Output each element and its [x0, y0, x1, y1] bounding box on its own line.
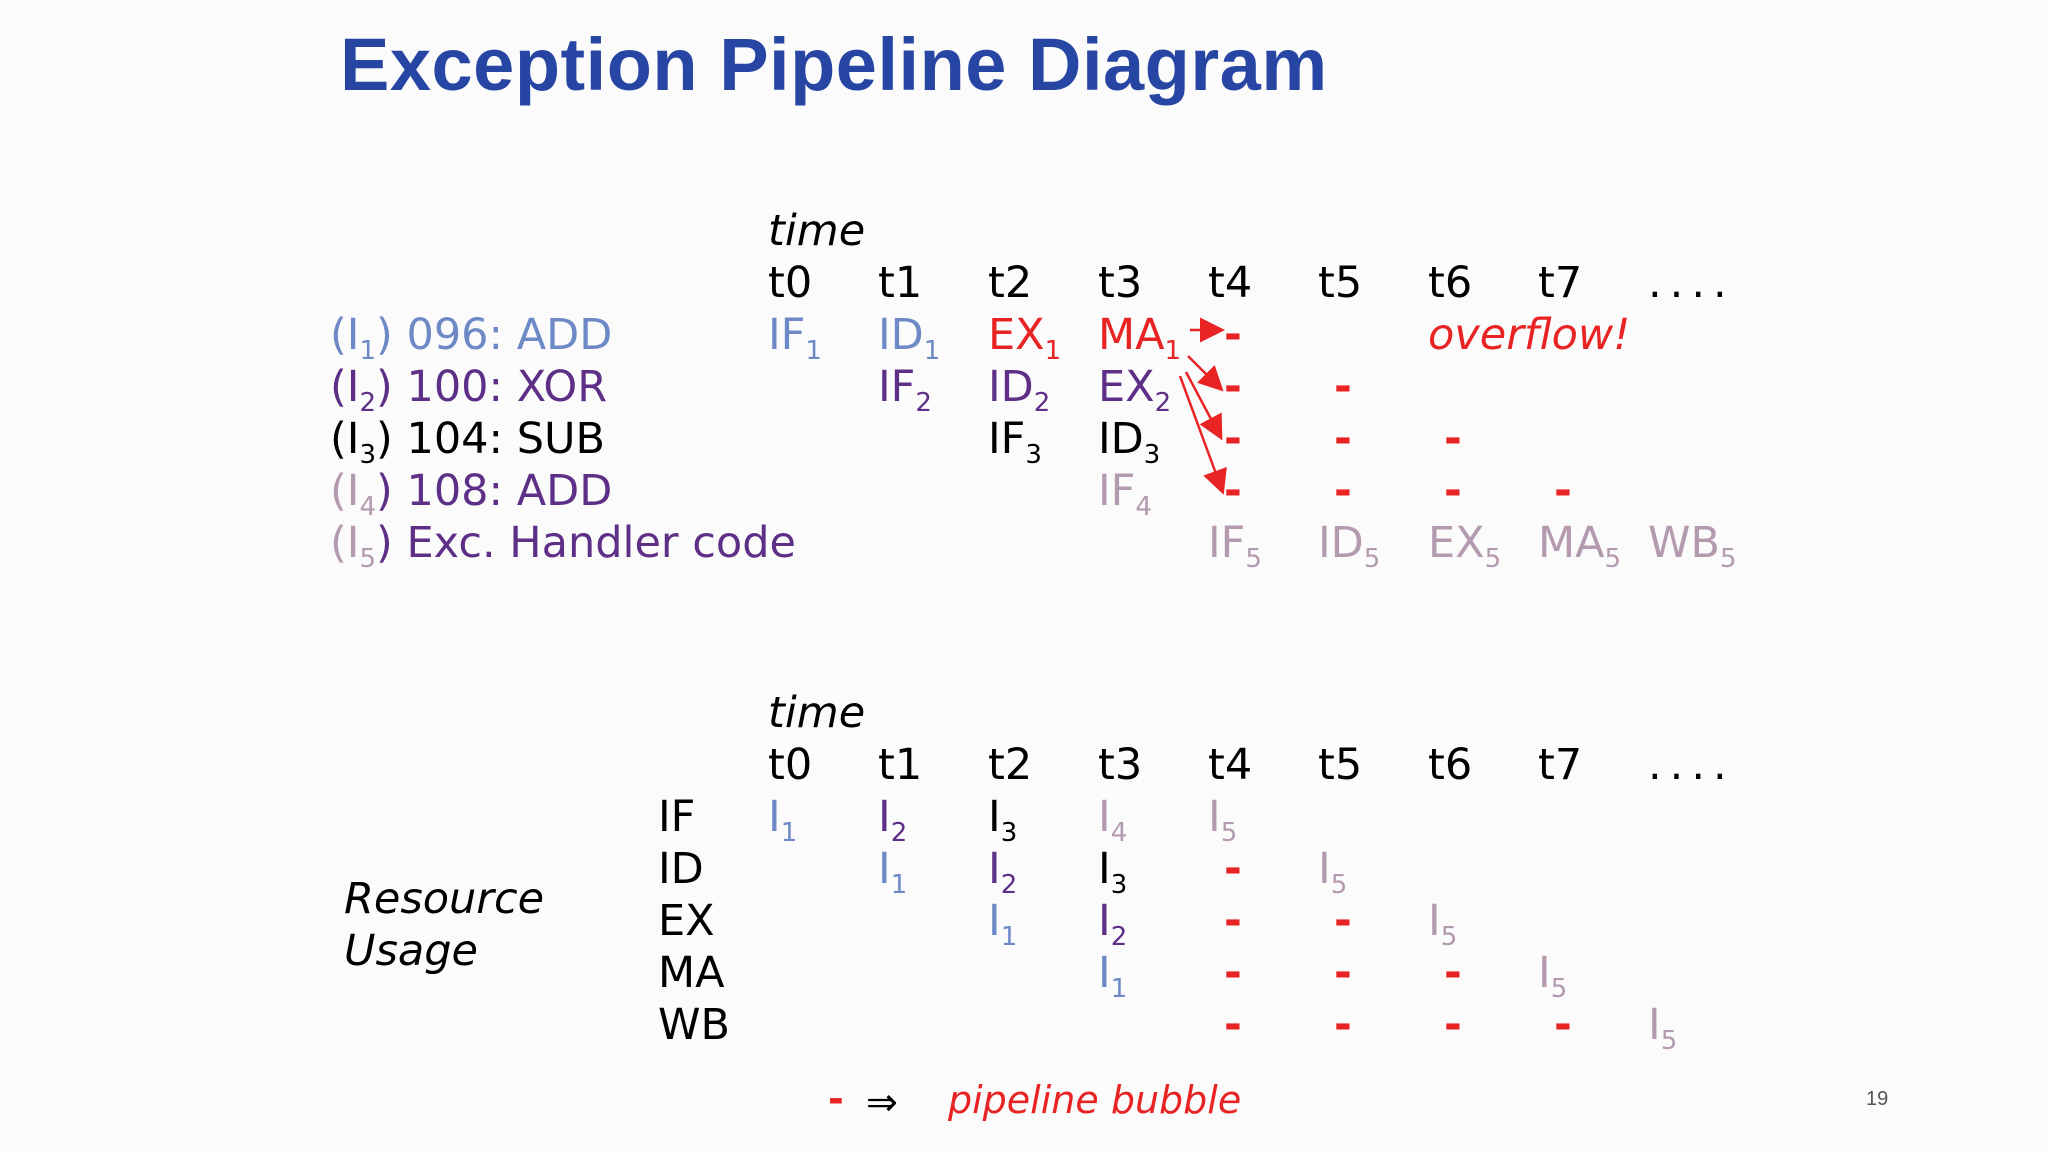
stage-wb-5: WB5 [1648, 518, 1737, 574]
instr-label-1: (I1) 096: ADD [330, 310, 613, 366]
bubble-r3-t5: - [1334, 414, 1352, 464]
bubble-r4-t5: - [1334, 466, 1352, 516]
top-time-t2: t2 [988, 258, 1033, 308]
stage-if-4: IF4 [1098, 466, 1152, 522]
bottom-time-t5: t5 [1318, 740, 1363, 790]
bottom-time-t0: t0 [768, 740, 813, 790]
res-ma-t5-bubble: - [1334, 948, 1352, 998]
top-time-t4: t4 [1208, 258, 1253, 308]
res-ex-t3: I2 [1098, 896, 1128, 952]
resource-row-ex: EX [658, 896, 715, 946]
bubble-r3-t4: - [1224, 414, 1242, 464]
bottom-time-ellipsis: .... [1648, 740, 1735, 790]
arrow-to-r3 [1184, 371, 1223, 441]
bottom-time-t4: t4 [1208, 740, 1253, 790]
resource-usage-label-2: Usage [344, 926, 478, 976]
res-if-t3: I4 [1098, 792, 1128, 848]
top-time-t7: t7 [1538, 258, 1583, 308]
res-id-t1: I1 [878, 844, 908, 900]
stage-id-1: ID1 [878, 310, 941, 366]
res-ex-t2: I1 [988, 896, 1018, 952]
arrow-to-r4 [1178, 375, 1227, 495]
bottom-time-t3: t3 [1098, 740, 1143, 790]
page-number: 19 [1866, 1088, 1889, 1110]
bubble-r1-t4: - [1224, 310, 1242, 360]
res-if-t0: I1 [768, 792, 798, 848]
stage-id-3: ID3 [1098, 414, 1161, 470]
res-id-t5: I5 [1318, 844, 1348, 900]
res-ma-t4-bubble: - [1224, 948, 1242, 998]
stage-ex-2: EX2 [1098, 362, 1172, 418]
bottom-time-t6: t6 [1428, 740, 1473, 790]
res-if-t4: I5 [1208, 792, 1238, 848]
top-time-t6: t6 [1428, 258, 1473, 308]
top-time-label: time [768, 206, 866, 256]
bubble-r4-t6: - [1444, 466, 1462, 516]
stage-if-2: IF2 [878, 362, 932, 418]
legend-dash: - [828, 1077, 844, 1121]
top-time-t3: t3 [1098, 258, 1143, 308]
bottom-time-t7: t7 [1538, 740, 1583, 790]
resource-row-if: IF [658, 792, 696, 842]
stage-ex-5: EX5 [1428, 518, 1502, 574]
bubble-r3-t6: - [1444, 414, 1462, 464]
res-wb-t7-bubble: - [1554, 1000, 1572, 1050]
top-time-t1: t1 [878, 258, 923, 308]
stage-id-5: ID5 [1318, 518, 1381, 574]
top-time-t5: t5 [1318, 258, 1363, 308]
res-id-t4-bubble: - [1224, 844, 1242, 894]
instr-label-3: (I3) 104: SUB [330, 414, 605, 470]
stage-if-5: IF5 [1208, 518, 1262, 574]
bubble-r2-t5: - [1334, 362, 1352, 412]
res-wb-t5-bubble: - [1334, 1000, 1352, 1050]
res-wb-t6-bubble: - [1444, 1000, 1462, 1050]
arrow-to-r2 [1187, 355, 1224, 392]
bottom-time-t1: t1 [878, 740, 923, 790]
legend-text: pipeline bubble [948, 1078, 1242, 1122]
overflow-label: overflow! [1428, 310, 1631, 360]
bottom-time-t2: t2 [988, 740, 1033, 790]
res-ex-t6: I5 [1428, 896, 1458, 952]
res-wb-t8: I5 [1648, 1000, 1678, 1056]
res-ex-t5-bubble: - [1334, 896, 1352, 946]
res-id-t2: I2 [988, 844, 1018, 900]
bubble-r4-t7: - [1554, 466, 1572, 516]
res-ma-t7: I5 [1538, 948, 1568, 1004]
res-ma-t3: I1 [1098, 948, 1128, 1004]
res-if-t1: I2 [878, 792, 908, 848]
res-if-t2: I3 [988, 792, 1018, 848]
res-id-t3: I3 [1098, 844, 1128, 900]
top-time-ellipsis: .... [1648, 258, 1735, 308]
bubble-r2-t4: - [1224, 362, 1242, 412]
instr-label-5: (I5) Exc. Handler code [330, 518, 796, 574]
stage-if-1: IF1 [768, 310, 822, 366]
page-title: Exception Pipeline Diagram [340, 23, 1328, 106]
instr-label-2: (I2) 100: XOR [330, 362, 608, 418]
stage-id-2: ID2 [988, 362, 1051, 418]
stage-if-3: IF3 [988, 414, 1042, 470]
res-ma-t6-bubble: - [1444, 948, 1462, 998]
resource-usage-label-1: Resource [344, 874, 545, 924]
legend-arrow: ⇒ [866, 1080, 898, 1124]
bottom-time-label: time [768, 688, 866, 738]
stage-ma-5: MA5 [1538, 518, 1622, 574]
top-time-t0: t0 [768, 258, 813, 308]
resource-row-ma: MA [658, 948, 725, 998]
stage-ma-1: MA1 [1098, 310, 1182, 366]
resource-row-id: ID [658, 844, 704, 894]
res-ex-t4-bubble: - [1224, 896, 1242, 946]
instr-label-4: (I4) 108: ADD [330, 466, 613, 522]
stage-ex-1: EX1 [988, 310, 1062, 366]
resource-row-wb: WB [658, 1000, 731, 1050]
bubble-r4-t4: - [1224, 466, 1242, 516]
res-wb-t4-bubble: - [1224, 1000, 1242, 1050]
